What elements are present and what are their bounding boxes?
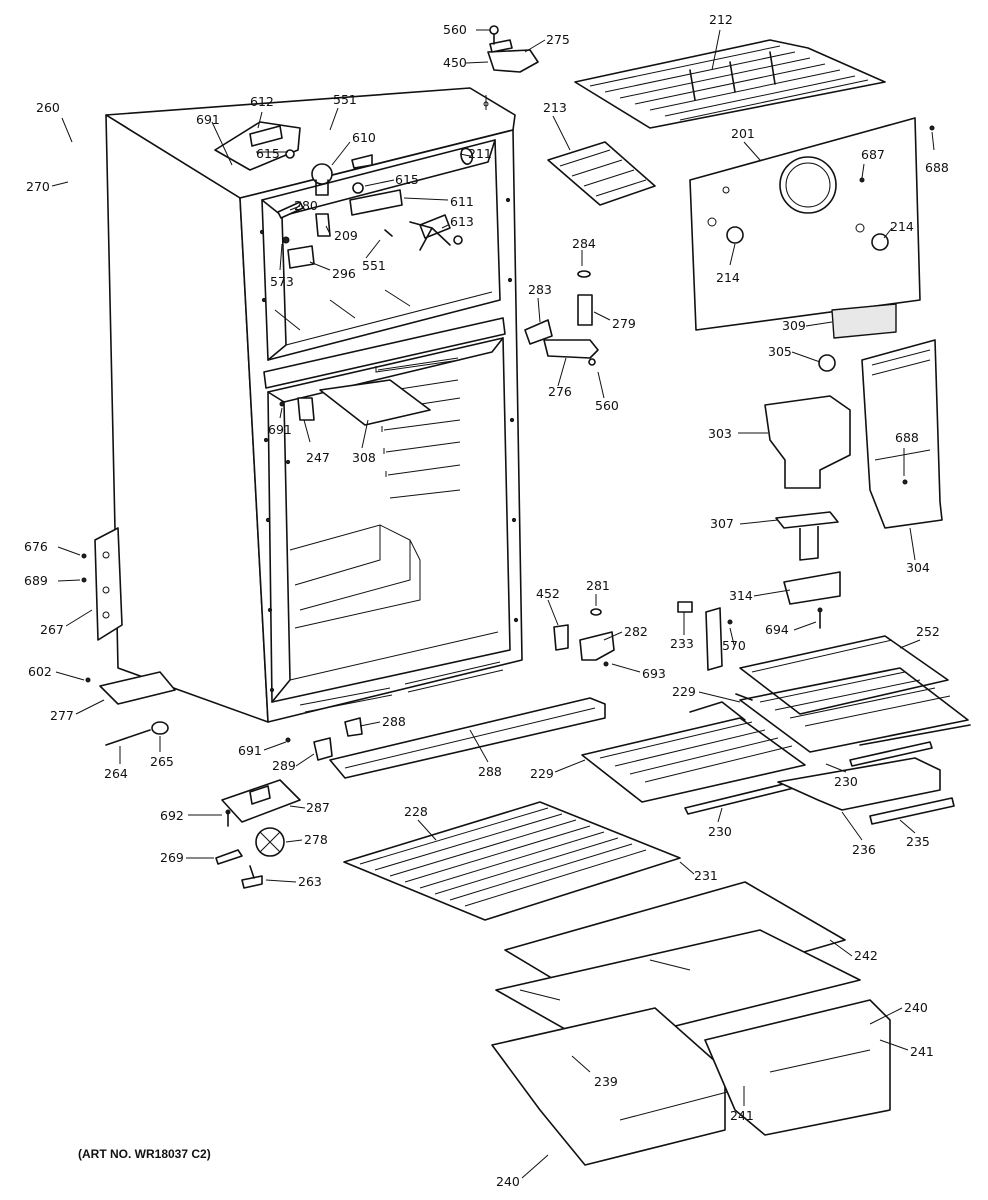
callout-214: 214 [890,219,914,234]
fresh-food-parts [81,379,733,761]
callout-615: 615 [256,146,280,161]
callout-560: 560 [595,398,619,413]
callout-281: 281 [586,578,610,593]
wire-harness-612 [214,121,301,171]
callout-691: 691 [238,743,262,758]
callout-247: 247 [306,450,330,465]
callout-612: 612 [250,94,274,109]
callout-270: 270 [26,179,50,194]
callout-570: 570 [722,638,746,653]
callout-282: 282 [624,624,648,639]
callout-314: 314 [729,588,753,603]
callout-689: 689 [24,573,48,588]
callout-264: 264 [104,766,128,781]
callout-209: 209 [334,228,358,243]
cabinet [105,87,523,723]
callout-228: 228 [404,804,428,819]
callout-613: 613 [450,214,474,229]
callout-688: 688 [895,430,919,445]
callout-277: 277 [50,708,74,723]
callout-305: 305 [768,344,792,359]
freezer-components [214,121,474,269]
callout-229: 229 [672,684,696,699]
callout-276: 276 [548,384,572,399]
callout-602: 602 [28,664,52,679]
callout-214: 214 [716,270,740,285]
callout-450: 450 [443,55,467,70]
callout-452: 452 [536,586,560,601]
callout-241: 241 [730,1108,754,1123]
callout-279: 279 [612,316,636,331]
callout-211: 211 [468,146,492,161]
callout-304: 304 [906,560,930,575]
callout-263: 263 [298,874,322,889]
callout-691: 691 [196,112,220,127]
callout-615: 615 [395,172,419,187]
callout-611: 611 [450,194,474,209]
crisper-assembly [491,881,891,1166]
callout-260: 260 [36,100,60,115]
callout-288: 288 [382,714,406,729]
callout-240: 240 [496,1174,520,1189]
callout-242: 242 [854,948,878,963]
callout-283: 283 [528,282,552,297]
callout-573: 573 [270,274,294,289]
callout-201: 201 [731,126,755,141]
callout-284: 284 [572,236,596,251]
callout-288: 288 [478,764,502,779]
shelves [343,635,971,921]
callout-229: 229 [530,766,554,781]
callout-235: 235 [906,834,930,849]
callout-692: 692 [160,808,184,823]
bottom-parts [215,697,606,889]
callout-252: 252 [916,624,940,639]
callout-688: 688 [925,160,949,175]
callout-560: 560 [443,22,467,37]
art-number-caption: (ART NO. WR18037 C2) [78,1147,211,1161]
callout-296: 296 [332,266,356,281]
callout-212: 212 [709,12,733,27]
callout-241: 241 [910,1044,934,1059]
callout-240: 240 [904,1000,928,1015]
callout-693: 693 [642,666,666,681]
callout-213: 213 [543,100,567,115]
callout-275: 275 [546,32,570,47]
callout-610: 610 [352,130,376,145]
callout-551: 551 [333,92,357,107]
callout-308: 308 [352,450,376,465]
callout-309: 309 [782,318,806,333]
callout-labels: 560 275 450 212 213 201 688 687 214 214 … [24,12,949,1189]
callout-551: 551 [362,258,386,273]
callout-691: 691 [268,422,292,437]
callout-280: 280 [294,198,318,213]
callout-687: 687 [861,147,885,162]
callout-694: 694 [765,622,789,637]
callout-278: 278 [304,832,328,847]
callout-289: 289 [272,758,296,773]
callout-231: 231 [694,868,718,883]
callout-307: 307 [710,516,734,531]
callout-236: 236 [852,842,876,857]
callout-269: 269 [160,850,184,865]
leader-lines [51,29,935,1179]
callout-230: 230 [834,774,858,789]
callout-267: 267 [40,622,64,637]
callout-676: 676 [24,539,48,554]
dispenser-parts [764,303,943,629]
callout-303: 303 [708,426,732,441]
callout-239: 239 [594,1074,618,1089]
callout-233: 233 [670,636,694,651]
callout-265: 265 [150,754,174,769]
callout-287: 287 [306,800,330,815]
callout-230: 230 [708,824,732,839]
